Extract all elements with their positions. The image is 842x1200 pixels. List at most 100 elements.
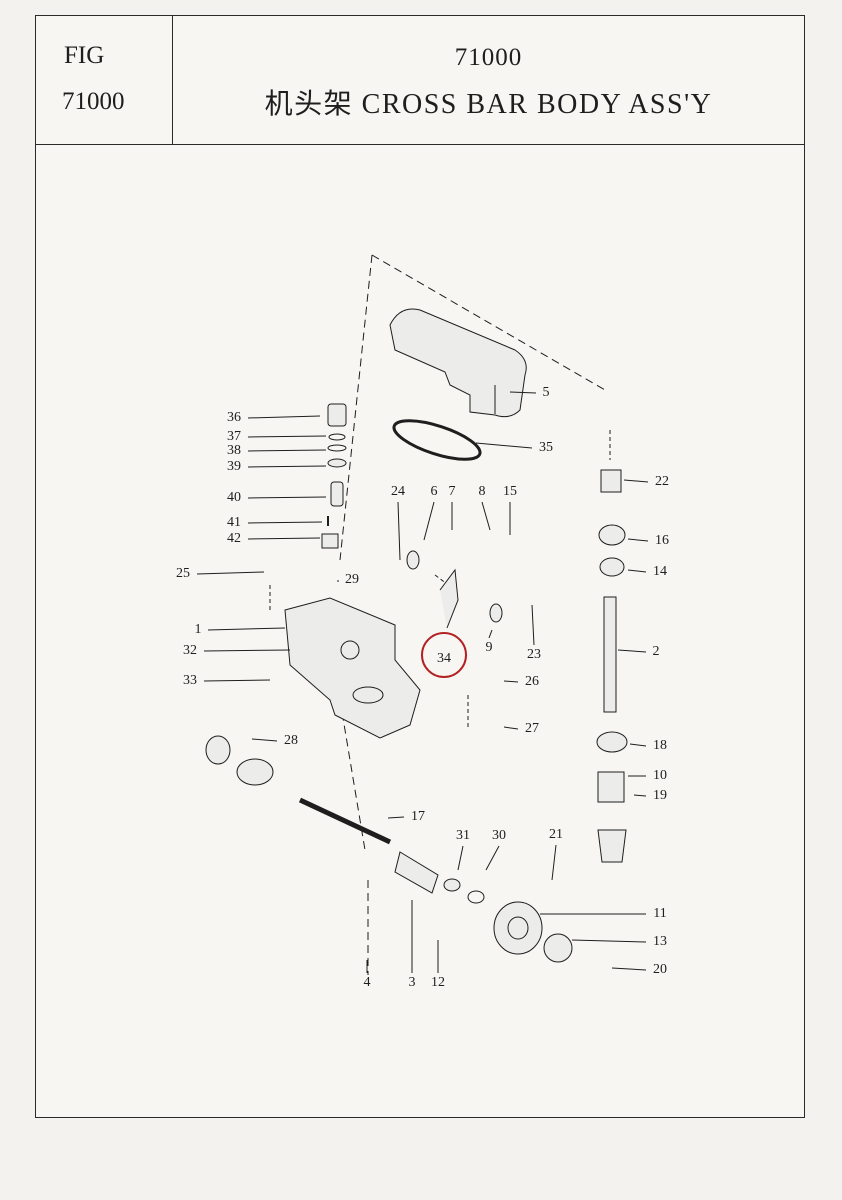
leader-26: [503, 680, 519, 683]
leader-1: [207, 627, 286, 631]
callout-39: 39: [227, 459, 241, 474]
leader-41: [247, 521, 323, 524]
part-28-gear: [205, 735, 231, 765]
callout-14: 14: [653, 564, 667, 579]
callout-34: 34: [437, 651, 451, 666]
part-1-base-hole: [352, 686, 384, 704]
part-38-ring: [327, 444, 347, 452]
part-10-gear: [597, 771, 625, 803]
leader-35: [475, 442, 533, 449]
callout-9: 9: [486, 640, 493, 655]
callout-10: 10: [653, 768, 667, 783]
callout-2: 2: [653, 644, 660, 659]
leader-2: [617, 649, 647, 653]
leader-28: [251, 738, 278, 742]
part-16-bearing: [598, 524, 626, 546]
part-11-bore: [507, 916, 529, 940]
leader-17: [387, 816, 405, 819]
part-31-ring: [443, 878, 461, 892]
leader-37: [247, 435, 327, 438]
leader-9: [488, 629, 493, 639]
leader-19: [633, 794, 647, 797]
callout-37: 37: [227, 429, 241, 444]
callout-40: 40: [227, 490, 241, 505]
callout-41: 41: [227, 515, 241, 530]
leader-33: [203, 679, 271, 682]
part-30-washer: [467, 890, 485, 904]
leader-38: [247, 449, 327, 452]
fig-number: 71000: [62, 88, 125, 115]
callout-1: 1: [195, 622, 202, 637]
part-7-lever: [439, 568, 459, 629]
leader-42: [247, 537, 321, 540]
leader-6: [423, 501, 435, 541]
leader-31: [457, 845, 464, 871]
callout-22: 22: [655, 474, 669, 489]
part-5-bracket: [389, 308, 527, 418]
callout-7: 7: [449, 484, 456, 499]
callout-38: 38: [227, 443, 241, 458]
leader-13: [571, 939, 647, 943]
callout-3: 3: [409, 975, 416, 990]
callout-13: 13: [653, 934, 667, 949]
guide-line-top: [371, 254, 606, 391]
leader-18: [629, 743, 647, 747]
leader-30: [485, 845, 500, 871]
callout-42: 42: [227, 531, 241, 546]
leader-16: [627, 538, 649, 542]
leader-21: [551, 844, 557, 881]
title-number: 71000: [454, 44, 523, 71]
highlight-ring-34: [421, 632, 467, 678]
fig-label: FIG: [64, 42, 105, 69]
part-4-shaft: [298, 797, 392, 845]
callout-28: 28: [284, 733, 298, 748]
leader-lines: [196, 391, 649, 973]
callout-12: 12: [431, 975, 445, 990]
part-2-shaft: [603, 596, 617, 713]
sheet-header: FIG 71000 71000 机头架 CROSS BAR BODY ASS'Y: [36, 16, 804, 145]
leader-20: [611, 967, 647, 971]
leader-25: [196, 571, 265, 575]
parts-sheet: FIG 71000 71000 机头架 CROSS BAR BODY ASS'Y: [35, 15, 805, 1118]
part-9-washer: [489, 603, 503, 623]
callout-6: 6: [431, 484, 438, 499]
callout-30: 30: [492, 828, 506, 843]
leader-24: [397, 501, 401, 561]
callout-11: 11: [653, 906, 666, 921]
fig-cell: FIG 71000: [36, 16, 173, 144]
part-22-gear: [600, 469, 622, 493]
part-40-pin: [330, 481, 344, 507]
part-lower-bevel-gear: [597, 829, 627, 863]
part-1-body: [284, 597, 421, 739]
callout-8: 8: [479, 484, 486, 499]
part-42-plate: [321, 533, 339, 549]
callout-17: 17: [411, 809, 425, 824]
leader-23: [531, 604, 535, 646]
callout-24: 24: [391, 484, 405, 499]
callout-27: 27: [525, 721, 539, 736]
part-35-belt: [392, 419, 482, 461]
leader-32: [203, 649, 291, 652]
callout-29: 29: [345, 572, 359, 587]
callout-26: 26: [525, 674, 539, 689]
callout-18: 18: [653, 738, 667, 753]
part-18-bearing: [596, 731, 628, 753]
part-14-collar: [599, 557, 625, 577]
leader-39: [247, 465, 327, 468]
callout-15: 15: [503, 484, 517, 499]
leader-5: [509, 391, 537, 394]
callout-35: 35: [539, 440, 553, 455]
part-6-washer: [406, 550, 420, 570]
callout-31: 31: [456, 828, 470, 843]
part-39-washer: [327, 458, 347, 468]
part-3-sleeve: [394, 851, 439, 894]
leader-14: [627, 569, 647, 573]
callout-25: 25: [176, 566, 190, 581]
callout-5: 5: [543, 385, 550, 400]
callout-23: 23: [527, 647, 541, 662]
callout-36: 36: [227, 410, 241, 425]
part-5-edges: [469, 385, 496, 414]
leader-27: [503, 726, 519, 730]
